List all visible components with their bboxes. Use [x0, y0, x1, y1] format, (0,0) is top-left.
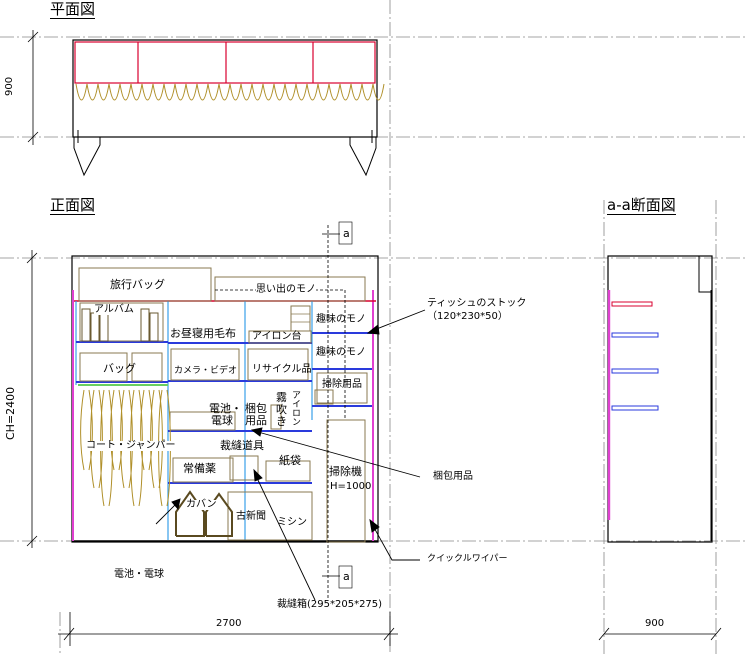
- label-paper-bag: 紙袋: [279, 454, 301, 467]
- label-spray-c: き: [276, 415, 287, 428]
- section-view-title: a-a断面図: [607, 196, 676, 215]
- label-vacuum-height: H=1000: [330, 481, 372, 492]
- label-memories: 思い出のモノ: [256, 284, 316, 295]
- label-album: アルバム: [94, 304, 134, 315]
- callout-tissue-size: （120*230*50）: [427, 311, 508, 322]
- front-view-title: 正面図: [50, 196, 96, 215]
- label-spray-a: 霧: [276, 391, 287, 404]
- label-pack-a: 梱包: [245, 402, 267, 415]
- label-newspaper: 古新聞: [236, 511, 266, 522]
- front-view: [26, 221, 426, 646]
- album-book: [149, 312, 159, 342]
- label-kaban: カバン: [186, 499, 217, 510]
- callout-pack-supplies: 梱包用品: [433, 471, 473, 482]
- album-book: [81, 308, 91, 342]
- section-mark-bottom: a: [343, 570, 350, 583]
- label-battery-b: 電球: [211, 414, 233, 427]
- album-book: [90, 312, 100, 342]
- label-spray-b: 吹: [276, 403, 287, 416]
- callout-battery-floor: 電池・電球: [114, 569, 164, 580]
- label-sewing-machine: ミシン: [277, 517, 307, 528]
- label-camera: カメラ・ビデオ: [174, 366, 238, 376]
- plan-view-title: 平面図: [50, 0, 96, 19]
- callout-tissue: ティッシュのストック: [427, 298, 527, 309]
- section-mark-top: a: [343, 227, 350, 240]
- label-bag: バッグ: [103, 362, 136, 375]
- label-iron-stand: アイロン台: [252, 331, 302, 342]
- label-vacuum: 掃除機: [329, 465, 362, 478]
- label-battery-a: 電池・: [209, 402, 242, 415]
- callout-quickle: クイックルワイパー: [427, 554, 508, 564]
- label-cleaning: 掃除用品: [322, 379, 362, 390]
- label-hobby-2: 趣味のモノ: [316, 347, 366, 358]
- label-recycle: リサイクル品: [252, 364, 312, 375]
- width-dimension: 2700: [216, 618, 242, 629]
- label-nap-blanket: お昼寝用毛布: [170, 327, 236, 340]
- callout-sewing-box: 裁縫箱(295*205*275): [277, 599, 383, 610]
- label-iron-vertical: アイロン: [290, 390, 300, 426]
- plan-depth-dimension: 900: [4, 76, 15, 96]
- label-coat: コート・ジャンパー: [86, 440, 176, 451]
- label-travel-bag: 旅行バッグ: [110, 278, 165, 291]
- label-hobby-1: 趣味のモノ: [316, 314, 366, 325]
- label-medicine: 常備薬: [183, 462, 216, 475]
- plan-view: [27, 30, 385, 177]
- section-depth-dimension: 900: [645, 618, 665, 629]
- album-book: [140, 308, 150, 342]
- label-sewing-tools: 裁縫道具: [220, 439, 264, 452]
- section-view: [598, 255, 722, 641]
- label-pack-b: 用品: [245, 414, 267, 427]
- height-dimension: CH=2400: [4, 386, 17, 440]
